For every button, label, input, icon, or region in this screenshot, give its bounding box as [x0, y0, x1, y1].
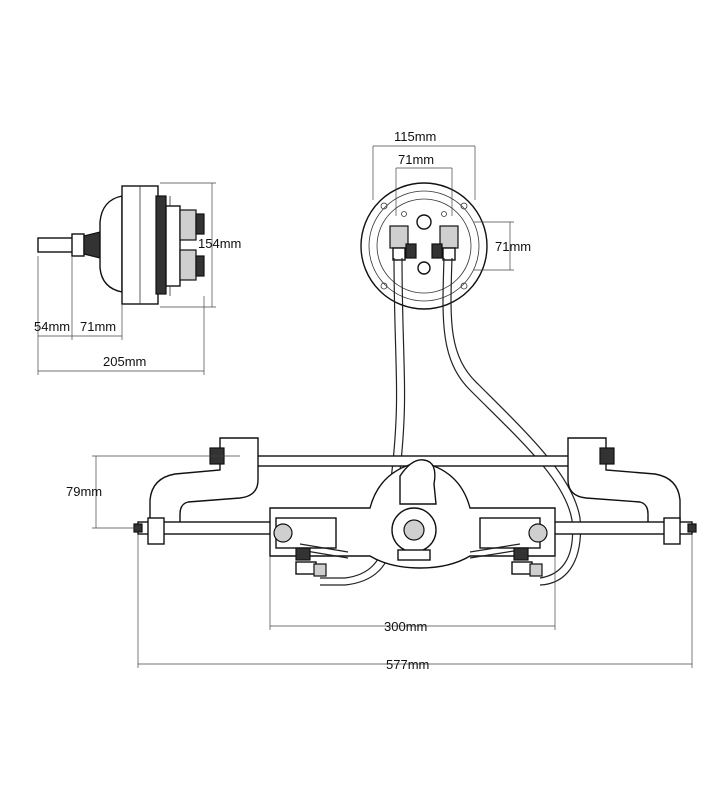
front-dimensions: 115mm 71mm 71mm: [372, 129, 531, 271]
dim-71mm-top: 71mm: [398, 152, 434, 167]
dim-115mm: 115mm: [394, 129, 436, 144]
cylinder-assembly: [133, 437, 697, 577]
left-bracket: [149, 437, 259, 531]
dim-577mm: 577mm: [386, 657, 429, 672]
shaft-collar: [71, 233, 85, 257]
fitting-bottom: [179, 249, 197, 281]
dim-205mm: 205mm: [103, 354, 146, 369]
left-piston-end: [273, 523, 293, 543]
rod-end-right: [663, 517, 681, 545]
helm-front-view: [360, 182, 488, 310]
helm-side-view: [37, 185, 205, 305]
left-fitting: [389, 225, 409, 249]
side-dimensions: 154mm 54mm 71mm 205mm: [34, 182, 241, 375]
fitting-bottom-nut: [195, 255, 205, 277]
rod-end-left: [147, 517, 165, 545]
helm-flange: [155, 195, 167, 295]
dim-71mm-side: 71mm: [80, 319, 116, 334]
dim-54mm: 54mm: [34, 319, 70, 334]
cylinder-dimensions: 79mm 300mm 577mm: [66, 455, 693, 672]
right-bracket: [567, 437, 681, 531]
hydraulic-hoses: [320, 257, 582, 586]
right-fitting: [439, 225, 459, 249]
top-rail: [239, 455, 571, 467]
helm-bezel: [360, 182, 488, 310]
top-valve: [416, 214, 432, 230]
shaft-nut: [83, 231, 101, 259]
dim-154mm: 154mm: [198, 236, 241, 251]
helm-dome: [99, 195, 123, 293]
right-piston-end: [528, 523, 548, 543]
dim-71mm-right: 71mm: [495, 239, 531, 254]
fitting-top-nut: [195, 213, 205, 235]
left-fitting-nut: [295, 547, 311, 561]
valve-block: [165, 205, 181, 287]
dim-79mm: 79mm: [66, 484, 102, 499]
dim-300mm: 300mm: [384, 619, 427, 634]
right-fitting-nut: [513, 547, 529, 561]
fitting-top: [179, 209, 197, 241]
bottom-valve: [417, 261, 431, 275]
central-pivot-top: [399, 459, 437, 505]
